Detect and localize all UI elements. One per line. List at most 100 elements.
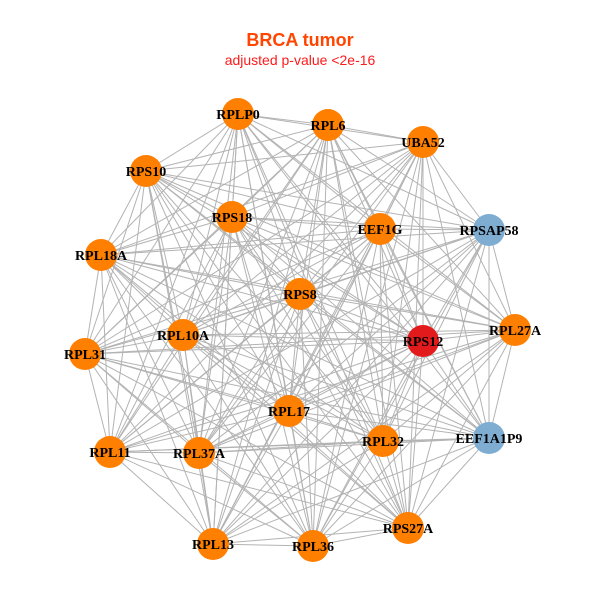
edge-RPL31-RPL13: [84, 353, 214, 545]
edge-UBA52-RPL31: [84, 141, 424, 355]
node-label-RPS8: RPS8: [283, 288, 316, 303]
edge-RPS18-RPS12: [231, 216, 424, 342]
node-EEF1A1P9[interactable]: [473, 422, 505, 454]
edge-RPL27A-RPL37A: [198, 329, 516, 454]
edge-RPS8-RPL13: [212, 293, 301, 545]
edge-RPL27A-RPL36: [312, 329, 516, 547]
edge-RPL18A-RPL37A: [100, 254, 200, 454]
edge-RPL31-RPL32: [84, 353, 384, 442]
chart-title: BRCA tumor: [246, 30, 354, 50]
node-label-EEF1G: EEF1G: [357, 223, 402, 238]
edge-RPL17-RPS27A: [288, 410, 409, 529]
edge-UBA52-RPL11: [109, 141, 424, 453]
edge-EEF1G-RPS27A: [379, 228, 409, 529]
node-RPS18[interactable]: [216, 201, 248, 233]
node-label-RPL13: RPL13: [192, 538, 234, 553]
edge-RPS8-RPL11: [109, 293, 301, 453]
node-label-RPLP0: RPLP0: [216, 108, 260, 123]
edge-RPL18A-RPS12: [100, 254, 424, 342]
edge-RPLP0-RPL18A: [100, 113, 239, 256]
edge-RPSAP58-RPL37A: [198, 229, 490, 454]
node-RPLP0[interactable]: [222, 98, 254, 130]
edge-RPL6-RPL10A: [182, 124, 329, 336]
edge-RPSAP58-RPS12: [422, 229, 490, 342]
edge-UBA52-RPS18: [231, 141, 424, 218]
node-label-RPL27A: RPL27A: [489, 324, 542, 339]
edge-EEF1G-RPL27A: [379, 228, 516, 331]
node-RPL31[interactable]: [69, 338, 101, 370]
edge-RPS10-RPL10A: [145, 170, 184, 336]
edges: [84, 113, 516, 547]
edge-RPS8-RPS12: [299, 293, 424, 342]
edge-EEF1G-RPL32: [379, 228, 384, 442]
edge-RPL6-RPL37A: [198, 124, 329, 454]
edge-RPS10-RPL11: [109, 170, 147, 453]
node-RPL6[interactable]: [312, 109, 344, 141]
edge-EEF1G-RPL31: [84, 228, 381, 355]
node-RPL11[interactable]: [94, 436, 126, 468]
edge-EEF1G-RPL18A: [100, 228, 381, 256]
edge-RPL31-RPL11: [84, 353, 111, 453]
node-label-RPL31: RPL31: [64, 348, 106, 363]
node-RPSAP58[interactable]: [473, 214, 505, 246]
edge-RPS18-RPL31: [84, 216, 233, 355]
node-label-RPL6: RPL6: [311, 119, 346, 134]
edge-RPL18A-RPS27A: [100, 254, 409, 529]
edge-RPL31-RPS27A: [84, 353, 409, 529]
edge-RPS8-RPL32: [299, 293, 384, 442]
edge-RPL6-RPS10: [145, 124, 329, 172]
node-RPL32[interactable]: [367, 425, 399, 457]
node-RPL10A[interactable]: [167, 319, 199, 351]
node-RPS12[interactable]: [407, 325, 439, 357]
node-RPL27A[interactable]: [499, 314, 531, 346]
node-label-RPL32: RPL32: [362, 435, 404, 450]
edge-RPSAP58-RPL11: [109, 229, 490, 453]
edge-RPS10-RPL13: [145, 170, 214, 545]
edge-RPS12-RPS27A: [407, 340, 424, 529]
edge-EEF1A1P9-RPL36: [312, 437, 490, 547]
node-label-EEF1A1P9: EEF1A1P9: [456, 432, 523, 447]
edge-RPL6-RPSAP58: [327, 124, 490, 231]
node-RPL18A[interactable]: [85, 239, 117, 271]
node-EEF1G[interactable]: [364, 213, 396, 245]
edge-RPS12-RPL31: [84, 340, 424, 355]
edge-RPL36-RPS27A: [312, 527, 409, 547]
node-RPL37A[interactable]: [183, 437, 215, 469]
edge-EEF1G-RPL13: [212, 228, 381, 545]
node-RPL17[interactable]: [273, 395, 305, 427]
node-RPL13[interactable]: [197, 528, 229, 560]
edge-RPS10-EEF1G: [145, 170, 381, 230]
edge-RPS10-RPSAP58: [145, 170, 490, 231]
edge-RPL27A-RPL32: [382, 329, 516, 442]
node-RPS27A[interactable]: [392, 512, 424, 544]
edge-RPS8-RPL37A: [198, 293, 301, 454]
edge-RPS18-EEF1A1P9: [231, 216, 490, 439]
node-label-RPS27A: RPS27A: [383, 522, 434, 537]
edge-RPSAP58-RPL36: [312, 229, 490, 547]
node-label-RPSAP58: RPSAP58: [459, 224, 518, 239]
edge-RPLP0-RPSAP58: [237, 113, 490, 231]
node-RPL36[interactable]: [297, 530, 329, 562]
edge-RPS18-RPS8: [231, 216, 301, 295]
edge-UBA52-RPSAP58: [422, 141, 490, 231]
edge-RPLP0-RPS10: [145, 113, 239, 172]
node-label-RPL37A: RPL37A: [173, 447, 226, 462]
edge-RPS8-RPL27A: [299, 293, 516, 331]
edge-RPSAP58-RPL17: [288, 229, 490, 412]
node-RPS10[interactable]: [130, 155, 162, 187]
edge-RPL17-RPL13: [212, 410, 290, 545]
edge-EEF1A1P9-RPL37A: [198, 437, 490, 454]
chart-subtitle: adjusted p-value <2e-16: [224, 52, 376, 68]
edge-RPS12-RPL11: [109, 340, 424, 453]
edge-EEF1A1P9-RPS27A: [407, 437, 490, 529]
node-label-RPS12: RPS12: [403, 335, 443, 350]
edge-RPS8-RPL10A: [182, 293, 301, 336]
edge-RPL17-RPL11: [109, 410, 290, 453]
edge-RPL6-RPL18A: [100, 124, 329, 256]
nodes: [69, 98, 531, 562]
node-UBA52[interactable]: [407, 126, 439, 158]
edge-EEF1G-RPS12: [379, 228, 424, 342]
node-RPS8[interactable]: [284, 278, 316, 310]
